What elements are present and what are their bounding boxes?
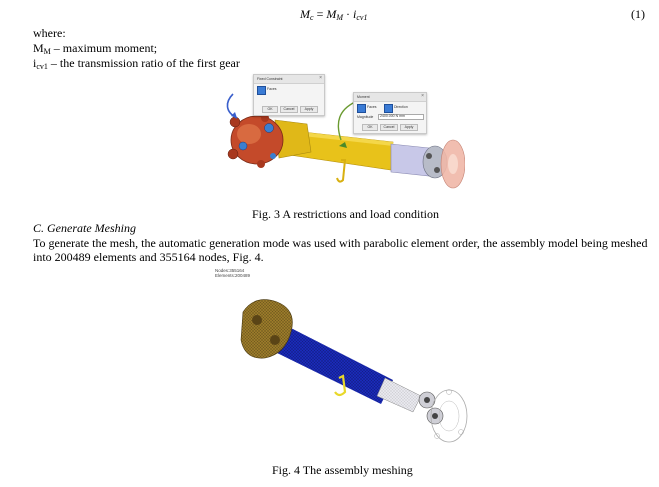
apply-button[interactable]: Apply: [300, 106, 318, 113]
where-line-1: MM – maximum moment;: [33, 41, 158, 57]
dialog-title: Fixed Constraint: [254, 75, 324, 84]
equation: Mc = MM · icv1: [300, 7, 368, 22]
meshed-flange: [430, 389, 468, 443]
dialog-title: Moment: [354, 93, 426, 102]
nodes-count: Nodes:355164: [215, 268, 245, 273]
fixed-constraint-dialog[interactable]: Fixed Constraint × Faces OK Cancel Apply: [253, 74, 325, 116]
magnitude-label: Magnitude: [357, 115, 374, 119]
figure-3-illustration: [226, 93, 465, 189]
meshed-pin: [334, 374, 347, 397]
magnitude-input[interactable]: 2400.000 N mm: [378, 114, 424, 120]
option-direction: Direction: [394, 105, 408, 109]
figure-4-illustration: [240, 299, 468, 443]
option-faces: Faces: [367, 105, 377, 109]
cancel-button[interactable]: Cancel: [380, 124, 398, 131]
figure-3-caption: Fig. 3 A restrictions and load condition: [252, 207, 439, 221]
figure-3: Fixed Constraint × Faces OK Cancel Apply…: [215, 72, 465, 202]
elements-count: Elements:200489: [215, 273, 251, 278]
section-heading: C. Generate Meshing: [33, 221, 136, 235]
option-faces: Faces: [267, 87, 277, 91]
apply-button[interactable]: Apply: [400, 124, 418, 131]
cancel-button[interactable]: Cancel: [280, 106, 298, 113]
where-label: where:: [33, 26, 66, 40]
where-line-2: icv1 – the transmission ratio of the fir…: [33, 56, 240, 72]
close-icon[interactable]: ×: [319, 75, 322, 81]
faces-select-icon[interactable]: [257, 86, 266, 95]
moment-dialog[interactable]: Moment × Faces Direction Magnitude 2400.…: [353, 92, 427, 134]
ok-button[interactable]: OK: [262, 106, 278, 113]
close-icon[interactable]: ×: [421, 93, 424, 99]
faces-select-icon[interactable]: [357, 104, 366, 113]
ok-button[interactable]: OK: [362, 124, 378, 131]
section-paragraph: To generate the mesh, the automatic gene…: [33, 236, 648, 264]
direction-select-icon[interactable]: [384, 104, 393, 113]
figure-4: [235, 292, 475, 450]
equation-number: (1): [631, 7, 645, 21]
load-arrow: [337, 101, 356, 141]
figure-4-caption: Fig. 4 The assembly meshing: [272, 463, 413, 477]
load-pin: [336, 159, 347, 183]
mesh-info: Nodes:355164 Elements:200489: [215, 268, 250, 278]
